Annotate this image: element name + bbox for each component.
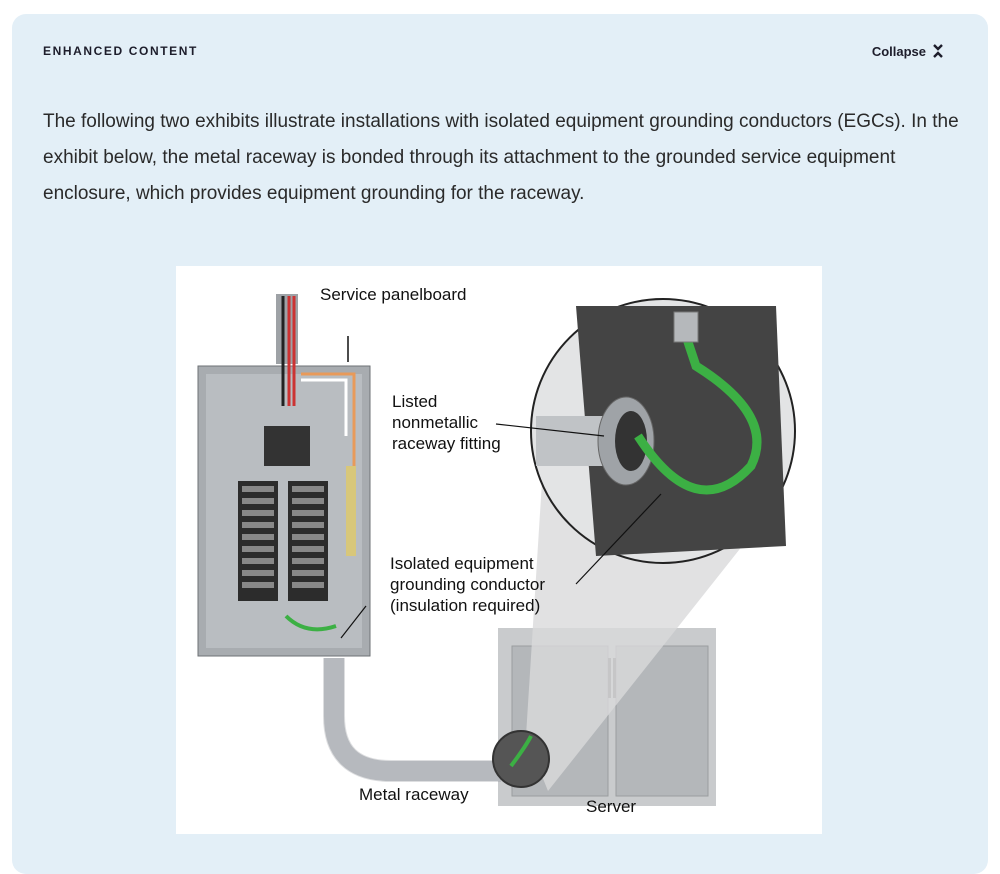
- section-eyebrow: ENHANCED CONTENT: [43, 44, 198, 58]
- label-nonmetallic-fitting: Listed nonmetallic raceway fitting: [392, 392, 501, 453]
- collapse-icon: [933, 44, 943, 58]
- diagram-illustration: [197, 294, 796, 806]
- label-isolated-egc: Isolated equipment grounding conductor (…: [390, 554, 546, 615]
- label-service-panelboard: Service panelboard: [320, 285, 467, 304]
- collapse-button[interactable]: Collapse: [872, 43, 944, 59]
- label-server: Server: [586, 797, 637, 816]
- intro-paragraph: The following two exhibits illustrate in…: [43, 111, 959, 204]
- grounding-diagram: Service panelboard Listed nonmetallic ra…: [176, 266, 822, 834]
- enhanced-content-panel: ENHANCED CONTENT Collapse The following …: [12, 14, 988, 874]
- label-metal-raceway: Metal raceway: [359, 785, 469, 804]
- collapse-label: Collapse: [871, 43, 926, 59]
